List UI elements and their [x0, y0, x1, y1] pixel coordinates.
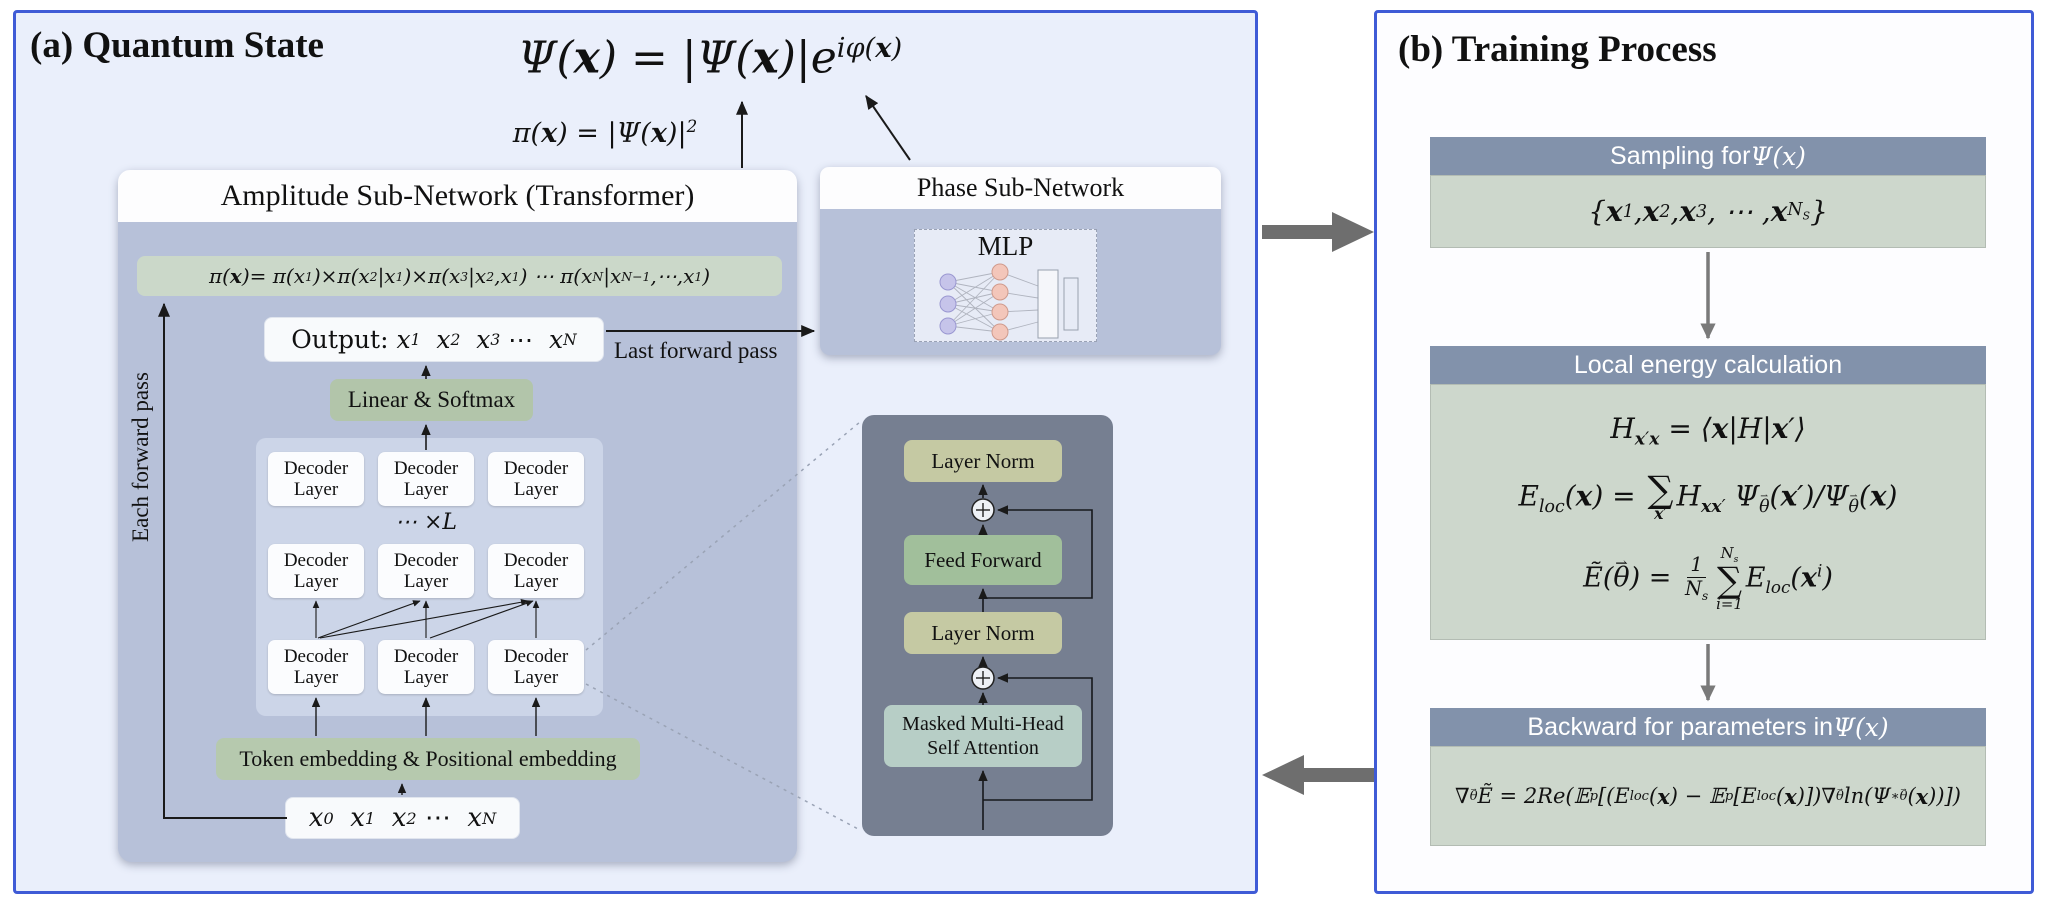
decoder-layer-box: Decoder Layer: [488, 640, 584, 694]
decoder-layer-box: Decoder Layer: [268, 640, 364, 694]
decoder-layer-box: Decoder Layer: [378, 544, 474, 598]
sampling-header: Sampling for Ψ(x): [1430, 137, 1986, 175]
masked-attention: Masked Multi-Head Self Attention: [884, 705, 1082, 767]
linear-softmax-layer: Linear & Softmax: [330, 379, 533, 421]
amplitude-subnetwork-title: Amplitude Sub-Network (Transformer): [118, 170, 797, 222]
embedding-layer: Token embedding & Positional embedding: [216, 738, 640, 780]
local-energy-formula: Eloc(x) = ∑x′Hxx′ Ψθ(x′)/Ψθ(x): [1519, 471, 1898, 523]
panel-a-title: (a) Quantum State: [30, 25, 324, 66]
big-arrow-b-to-a: [1262, 755, 1374, 795]
each-forward-pass-label: Each forward pass: [128, 372, 153, 542]
layer-norm-top: Layer Norm: [904, 440, 1062, 482]
local-energy-body: Hx′x = ⟨x|H|x′⟩ Eloc(x) = ∑x′Hxx′ Ψθ(x′)…: [1430, 384, 1986, 640]
wavefunction-formula: Ψ(x) = |Ψ(x)|eiφ(x): [517, 32, 903, 84]
big-arrow-a-to-b: [1262, 212, 1374, 252]
decoder-layer-box: Decoder Layer: [488, 544, 584, 598]
last-forward-pass-label: Last forward pass: [614, 338, 778, 363]
decoder-layer-box: Decoder Layer: [378, 640, 474, 694]
repeat-times-label: ⋯ ×L: [394, 510, 458, 535]
mlp-label: MLP: [977, 231, 1034, 261]
gradient-formula: ∇θẼ = 2Re(𝔼p[(Eloc(x) − 𝔼p[Eloc(x)])∇θ l…: [1430, 746, 1986, 846]
decoder-layer-box: Decoder Layer: [268, 544, 364, 598]
h-matrix-formula: Hx′x = ⟨x|H|x′⟩: [1610, 412, 1806, 450]
panel-b-title: (b) Training Process: [1398, 29, 1717, 70]
layer-norm-bottom: Layer Norm: [904, 612, 1062, 654]
phase-subnetwork-title: Phase Sub-Network: [820, 167, 1221, 209]
local-energy-header: Local energy calculation: [1430, 346, 1986, 384]
decoder-layer-box: Decoder Layer: [488, 452, 584, 506]
feed-forward: Feed Forward: [904, 535, 1062, 585]
probability-formula: π(x) = |Ψ(x)|2: [512, 116, 698, 149]
backward-header: Backward for parameters in Ψ(x): [1430, 708, 1986, 746]
decoder-layer-box: Decoder Layer: [268, 452, 364, 506]
decoder-layer-box: Decoder Layer: [378, 452, 474, 506]
